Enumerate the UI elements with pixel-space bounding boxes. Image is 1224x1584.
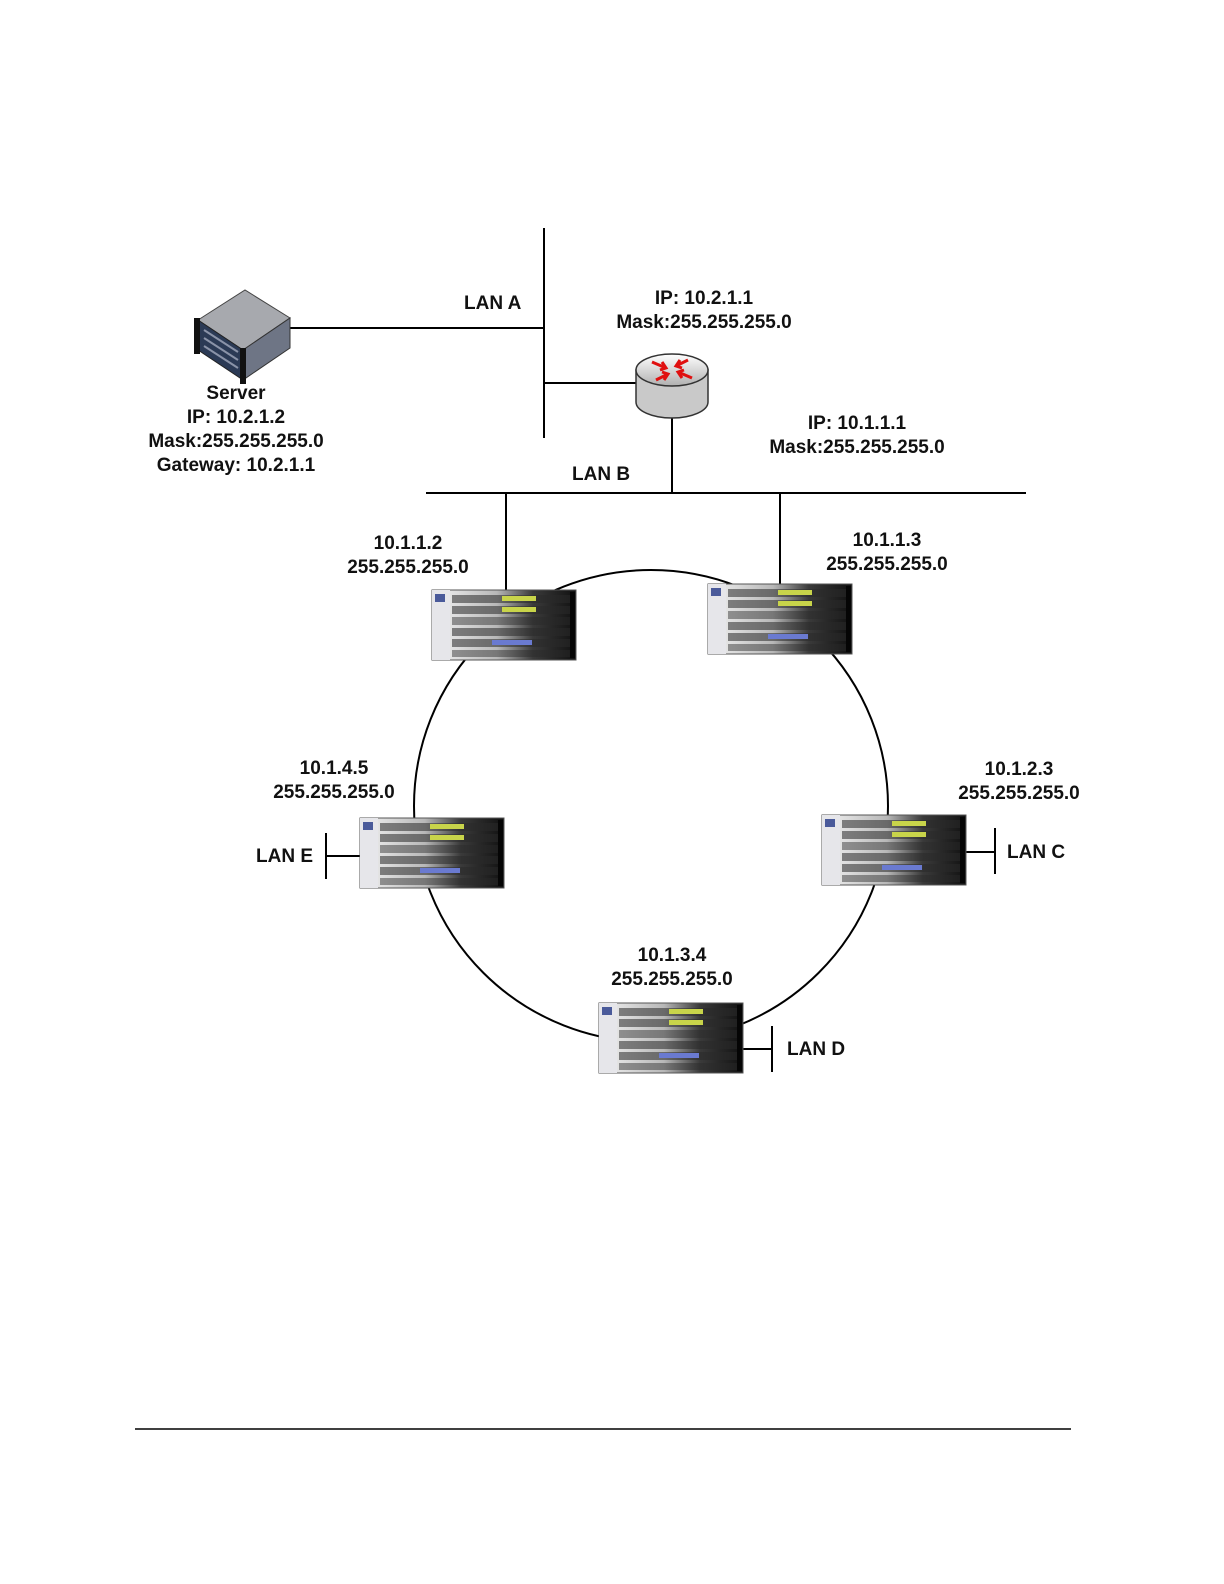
switch-right-ip: 10.1.2.3 [958,758,1080,782]
switch-left-label: 10.1.4.5 255.255.255.0 [273,757,395,805]
router-lan-a-ip: IP: 10.2.1.1 [616,287,791,311]
switch-top-left-icon [432,590,576,660]
server-gateway: Gateway: 10.2.1.1 [148,454,323,478]
switch-bottom-mask: 255.255.255.0 [611,968,733,992]
router-lan-b-mask: Mask:255.255.255.0 [769,436,944,460]
switch-right-label: 10.1.2.3 255.255.255.0 [958,758,1080,806]
switch-left-mask: 255.255.255.0 [273,781,395,805]
server-label: Server IP: 10.2.1.2 Mask:255.255.255.0 G… [148,382,323,478]
switch-top-left-mask: 255.255.255.0 [347,556,469,580]
switch-left-icon [360,818,504,888]
server-icon [194,290,290,384]
router-icon [636,354,708,418]
switch-left-ip: 10.1.4.5 [273,757,395,781]
server-name: Server [148,382,323,406]
switch-top-left-label: 10.1.1.2 255.255.255.0 [347,532,469,580]
switch-bottom-label: 10.1.3.4 255.255.255.0 [611,944,733,992]
router-lan-b-interface-label: IP: 10.1.1.1 Mask:255.255.255.0 [769,412,944,460]
lan-b-label: LAN B [572,463,630,487]
router-lan-b-ip: IP: 10.1.1.1 [769,412,944,436]
switch-right-mask: 255.255.255.0 [958,782,1080,806]
switch-bottom-icon [599,1003,743,1073]
switch-top-right-icon [708,584,852,654]
switch-right-icon [822,815,966,885]
lan-a-label: LAN A [464,292,521,316]
switch-bottom-ip: 10.1.3.4 [611,944,733,968]
server-ip: IP: 10.2.1.2 [148,406,323,430]
router-lan-a-interface-label: IP: 10.2.1.1 Mask:255.255.255.0 [616,287,791,335]
lan-c-label: LAN C [1007,841,1065,865]
switch-top-left-ip: 10.1.1.2 [347,532,469,556]
server-mask: Mask:255.255.255.0 [148,430,323,454]
lan-e-label: LAN E [256,845,313,869]
lan-d-label: LAN D [787,1038,845,1062]
router-lan-a-mask: Mask:255.255.255.0 [616,311,791,335]
switch-top-right-label: 10.1.1.3 255.255.255.0 [826,529,948,577]
switch-top-right-mask: 255.255.255.0 [826,553,948,577]
switch-top-right-ip: 10.1.1.3 [826,529,948,553]
